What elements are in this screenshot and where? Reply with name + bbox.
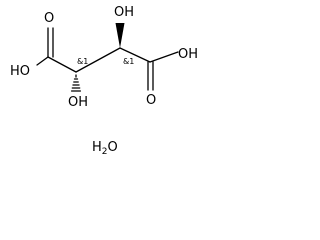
bond-set	[36, 27, 179, 91]
bond-c1-oh	[36, 56, 49, 66]
atom-oh-bottom: OH	[68, 95, 88, 110]
hashed-wedge-bottom	[70, 74, 82, 92]
tartaric-acid-structure: OH O HO OH OH O &1 &1 H2O	[10, 5, 198, 156]
atom-ho-left: HO	[10, 64, 30, 79]
atom-oh-right: OH	[178, 47, 198, 62]
water-subscript: 2	[102, 147, 108, 156]
bond-c2-c3	[75, 47, 121, 73]
atom-o-top-left: O	[44, 11, 54, 26]
stereo-label-left: &1	[77, 57, 88, 66]
bond-c3-c4	[119, 47, 151, 63]
water-formula: H2O	[92, 140, 118, 156]
atom-oh-top: OH	[114, 5, 134, 20]
solid-wedge-top	[115, 23, 125, 48]
bond-c4-oh	[149, 51, 179, 63]
water-o: O	[108, 140, 118, 155]
atom-o-bottom-right: O	[146, 93, 156, 108]
bond-c1-c2	[47, 56, 77, 73]
stereo-label-right: &1	[123, 57, 134, 66]
water-h: H	[92, 140, 102, 155]
